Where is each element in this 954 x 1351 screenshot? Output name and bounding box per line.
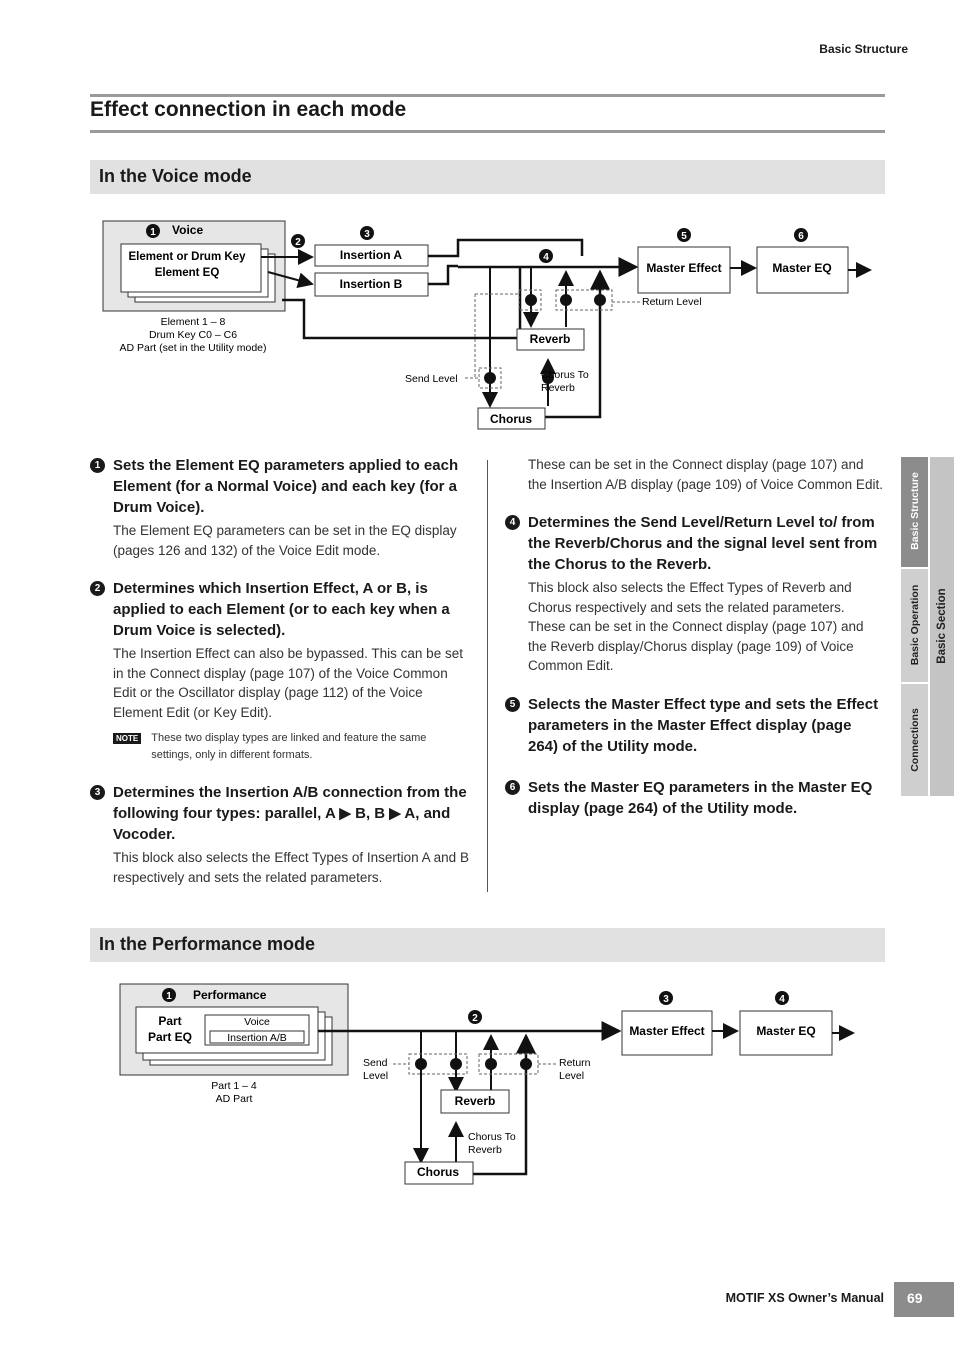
- marker-3: [360, 226, 374, 240]
- reverb-box: [516, 328, 585, 351]
- voice-section-heading: In the Voice mode: [99, 166, 252, 186]
- perf-chorus-box: [404, 1161, 474, 1185]
- marker-2: [291, 234, 305, 248]
- svg-text:Return: Return: [559, 1057, 591, 1069]
- page-number-box: 69: [894, 1282, 954, 1317]
- svg-text:6: 6: [798, 231, 804, 242]
- tab-basic-structure[interactable]: Basic Structure: [901, 457, 928, 567]
- voice-label: Voice: [172, 223, 203, 237]
- svg-text:AD Part: AD Part: [216, 1093, 253, 1105]
- perf-marker-2: [468, 1010, 482, 1024]
- return-level-label: Return Level: [642, 296, 702, 308]
- svg-text:2: 2: [472, 1013, 478, 1024]
- svg-text:1: 1: [166, 991, 172, 1002]
- perf-reverb-box: [440, 1089, 510, 1114]
- svg-text:Voice: Voice: [244, 1016, 270, 1028]
- send-level-label: Send Level: [405, 373, 458, 385]
- master-eq-box: [756, 246, 849, 294]
- svg-text:Chorus: Chorus: [417, 1165, 459, 1179]
- performance-section-heading-bar: In the Performance mode: [90, 928, 885, 962]
- svg-text:5: 5: [681, 231, 687, 242]
- chorus-to-reverb-knob: [542, 372, 554, 384]
- element-eq-box: [120, 243, 262, 293]
- perf-master-eq-box: [739, 1010, 833, 1056]
- perf-marker-1: [162, 988, 176, 1002]
- insertion-ab-box: [209, 1030, 305, 1044]
- svg-text:Reverb: Reverb: [468, 1144, 502, 1156]
- svg-text:Master EQ: Master EQ: [772, 261, 831, 275]
- performance-mode-diagram: 1 Performance Part Part EQ Voice Inserti…: [119, 983, 855, 1185]
- svg-text:Reverb: Reverb: [455, 1094, 496, 1108]
- marker-4: [539, 249, 553, 263]
- svg-text:Chorus To: Chorus To: [468, 1131, 516, 1143]
- page-title: Effect connection in each mode: [90, 98, 407, 121]
- note-badge: NOTE: [113, 733, 142, 744]
- performance-section-heading: In the Performance mode: [99, 934, 316, 954]
- svg-text:Insertion A: Insertion A: [340, 248, 403, 262]
- tab-connections[interactable]: Connections: [901, 684, 928, 796]
- svg-text:1: 1: [150, 227, 156, 238]
- title-top-rule: [90, 94, 885, 97]
- svg-text:Send: Send: [363, 1057, 388, 1069]
- svg-text:Reverb: Reverb: [530, 332, 571, 346]
- right-column: These can be set in the Connect display …: [505, 455, 885, 819]
- perf-marker-4: [775, 991, 789, 1005]
- marker-5: [677, 228, 691, 242]
- page-number: 69: [907, 1290, 923, 1306]
- svg-text:Chorus: Chorus: [490, 412, 532, 426]
- svg-text:Part 1 – 4: Part 1 – 4: [211, 1080, 257, 1092]
- note-text: These two display types are linked and f…: [151, 732, 427, 761]
- performance-label: Performance: [193, 988, 267, 1002]
- title-bottom-rule: [90, 130, 885, 133]
- svg-text:3: 3: [364, 229, 370, 240]
- svg-text:Part: Part: [158, 1014, 181, 1028]
- svg-text:4: 4: [779, 994, 785, 1005]
- voice-section-heading-bar: In the Voice mode: [90, 160, 885, 194]
- master-effect-box: [637, 246, 731, 294]
- chorus-send-knob: [484, 372, 496, 384]
- marker-1: [146, 224, 160, 238]
- column-divider: [487, 460, 488, 892]
- manual-title: MOTIF XS Owner’s Manual: [725, 1291, 884, 1305]
- reverb-return-knob: [560, 294, 572, 306]
- svg-text:Part EQ: Part EQ: [148, 1030, 192, 1044]
- svg-text:Level: Level: [363, 1070, 388, 1082]
- svg-text:Master Effect: Master Effect: [646, 261, 721, 275]
- voice-mode-diagram: 1 Voice Element or Drum Key Element EQ E…: [102, 220, 872, 430]
- note-box: NOTE These two display types are linked …: [113, 730, 470, 764]
- svg-text:3: 3: [663, 994, 669, 1005]
- svg-text:Element 1 – 8: Element 1 – 8: [161, 316, 226, 328]
- svg-text:Chorus To: Chorus To: [541, 369, 589, 381]
- svg-text:2: 2: [295, 237, 301, 248]
- svg-text:Master Effect: Master Effect: [629, 1024, 704, 1038]
- running-header: Basic Structure: [819, 42, 908, 56]
- item-3-continued: These can be set in the Connect display …: [528, 457, 883, 492]
- svg-text:Master EQ: Master EQ: [756, 1024, 815, 1038]
- tab-basic-section[interactable]: Basic Section: [930, 457, 954, 796]
- svg-text:4: 4: [543, 252, 549, 263]
- chorus-return-knob: [594, 294, 606, 306]
- svg-text:Element EQ: Element EQ: [155, 267, 220, 279]
- svg-text:Reverb: Reverb: [541, 382, 575, 394]
- marker-6: [794, 228, 808, 242]
- perf-marker-3: [659, 991, 673, 1005]
- svg-text:Insertion A/B: Insertion A/B: [227, 1032, 287, 1044]
- svg-text:Insertion B: Insertion B: [340, 277, 403, 291]
- svg-text:Element or Drum Key: Element or Drum Key: [129, 251, 247, 263]
- svg-text:Level: Level: [559, 1070, 584, 1082]
- perf-master-effect-box: [621, 1010, 713, 1056]
- reverb-send-knob: [525, 294, 537, 306]
- svg-text:Drum Key C0 – C6: Drum Key C0 – C6: [149, 329, 237, 341]
- svg-text:AD Part (set in the Utility mo: AD Part (set in the Utility mode): [119, 342, 266, 354]
- tab-basic-operation[interactable]: Basic Operation: [901, 569, 928, 682]
- chorus-box: [477, 407, 546, 430]
